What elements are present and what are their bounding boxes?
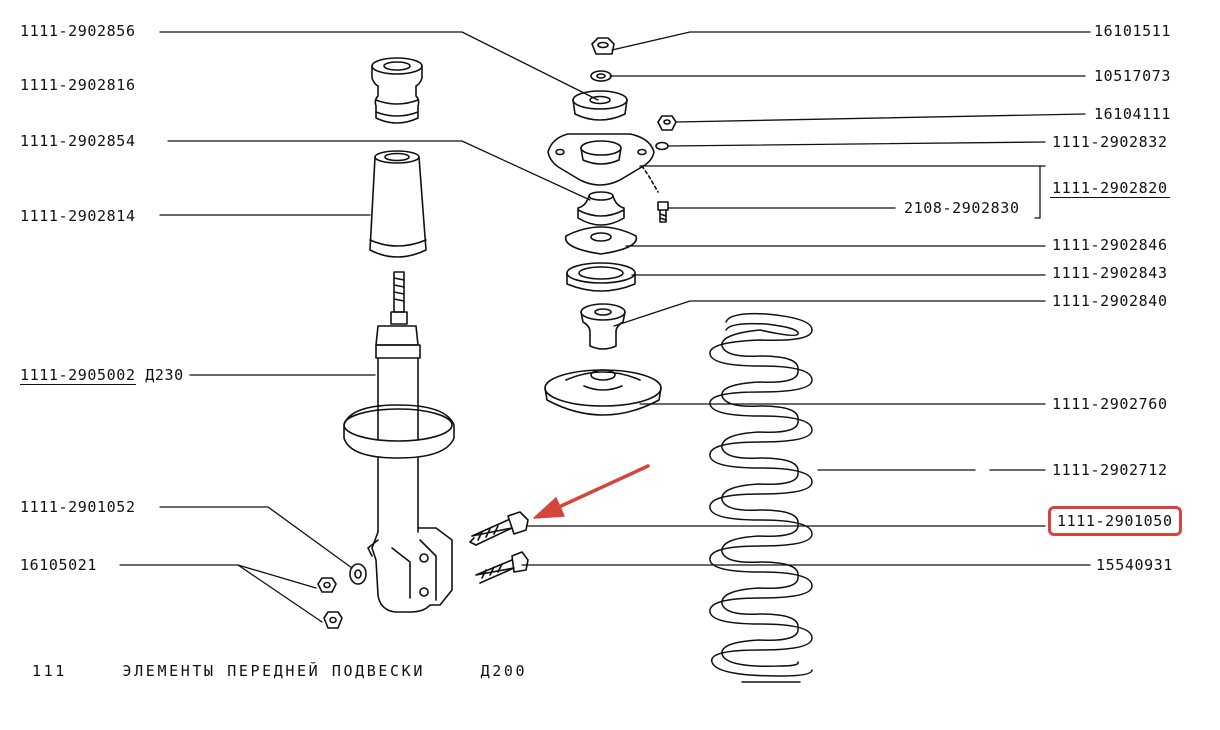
label-1111-2902814: 1111-2902814 — [18, 207, 138, 225]
label-16105021: 16105021 — [18, 556, 100, 574]
upper-mount — [547, 133, 659, 193]
label-1111-2902843: 1111-2902843 — [1050, 264, 1170, 282]
label-16104111: 16104111 — [1092, 105, 1174, 123]
bump-stop-sleeve — [580, 303, 626, 350]
page-number: 111 — [32, 662, 67, 680]
label-1111-2902854: 1111-2902854 — [18, 132, 138, 150]
support-cup — [572, 90, 628, 121]
label-1111-2902840: 1111-2902840 — [1050, 292, 1170, 310]
label-1111-2902712: 1111-2902712 — [1050, 461, 1170, 479]
label-1111-2902832: 1111-2902832 — [1050, 133, 1170, 151]
label-1111-2902846: 1111-2902846 — [1050, 236, 1170, 254]
bearing — [566, 262, 636, 292]
label-1111-2901052: 1111-2901052 — [18, 498, 138, 516]
strut-assembly — [343, 271, 455, 613]
page-caption: 111 ЭЛЕМЕНТЫ ПЕРЕДНЕЙ ПОДВЕСКИ Д200 — [32, 662, 571, 680]
top-washer — [590, 70, 612, 82]
pointer-arrow — [533, 464, 650, 519]
top-nut — [591, 37, 615, 55]
label-10517073: 10517073 — [1092, 67, 1174, 85]
leader-lines — [119, 31, 1091, 623]
bolts — [469, 511, 529, 584]
section-code: Д200 — [480, 662, 528, 680]
small-nut — [655, 115, 677, 151]
caption-title: ЭЛЕМЕНТЫ ПЕРЕДНЕЙ ПОДВЕСКИ — [122, 662, 425, 680]
label-1111-2901050-highlighted: 1111-2901050 — [1048, 506, 1182, 536]
label-16101511: 16101511 — [1092, 22, 1174, 40]
label-1111-2902816: 1111-2902816 — [18, 76, 138, 94]
plate-washer — [564, 226, 638, 255]
coil-spring — [709, 312, 813, 683]
label-suffix: Д230 — [145, 366, 184, 384]
label-2108-2902830: 2108-2902830 — [902, 199, 1022, 217]
protective-boot — [369, 150, 427, 258]
label-15540931: 15540931 — [1094, 556, 1176, 574]
label-1111-2902820: 1111-2902820 — [1050, 179, 1170, 198]
label-1111-2902856: 1111-2902856 — [18, 22, 138, 40]
mount-stud — [657, 201, 669, 223]
label-1111-2902760: 1111-2902760 — [1050, 395, 1170, 413]
lower-fasteners — [317, 563, 367, 629]
label-code: 1111-2905002 — [20, 366, 136, 385]
label-1111-2905002: 1111-2905002 Д230 — [18, 366, 186, 385]
bump-stop — [371, 57, 423, 124]
rubber-bushing — [577, 191, 625, 226]
spring-seat — [544, 369, 662, 416]
